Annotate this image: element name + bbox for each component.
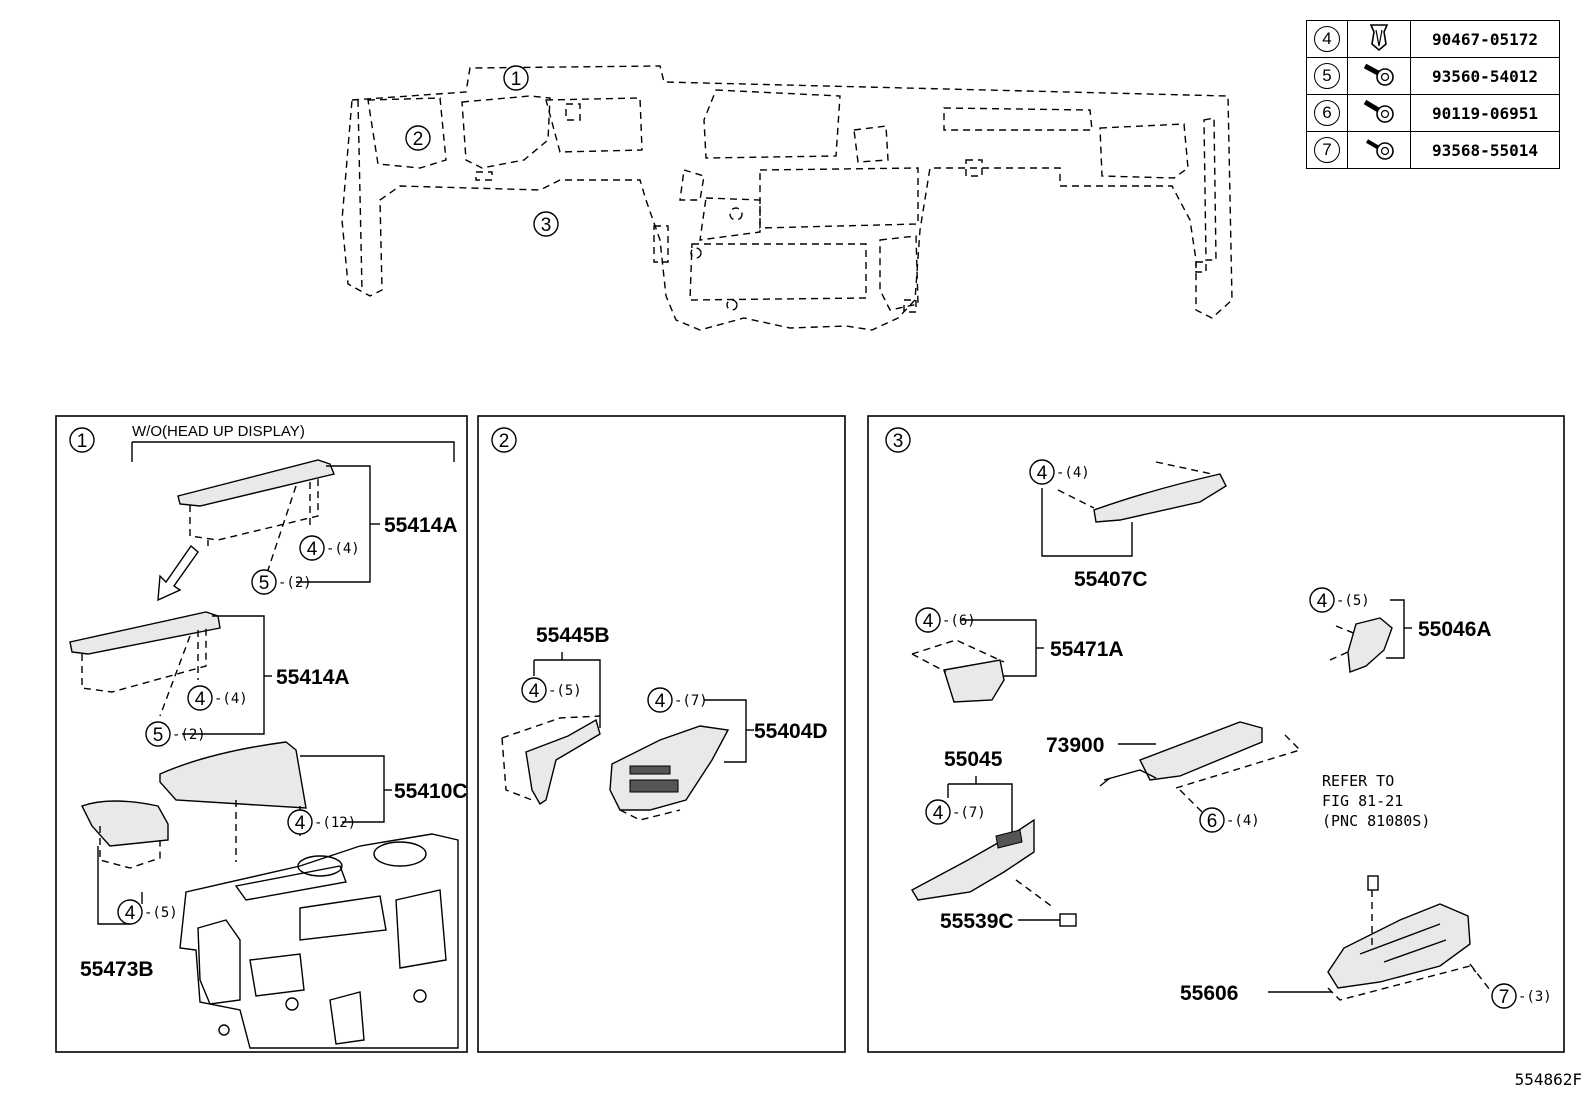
fastener-qty: -(2) bbox=[172, 727, 206, 743]
screw-icon bbox=[1363, 99, 1394, 123]
fastener-part-no: 90119-06951 bbox=[1410, 94, 1560, 132]
fastener-callout: 4 bbox=[1317, 591, 1328, 612]
fastener-callout: 4 bbox=[933, 803, 944, 824]
diagram-code: 554862F bbox=[1514, 1070, 1582, 1089]
fastener-callout: 5 bbox=[259, 573, 270, 594]
overview-callouts: 1 2 3 bbox=[405, 65, 559, 237]
screw-icon bbox=[1365, 138, 1394, 160]
fastener-part-no: 90467-05172 bbox=[1410, 20, 1560, 58]
fastener-callout: 4 bbox=[295, 813, 306, 834]
fastener-callout: 4 bbox=[195, 689, 206, 710]
upper-garnish-part bbox=[177, 459, 335, 571]
airbag-assy-part bbox=[1099, 721, 1302, 789]
refer-note: FIG 81-21 bbox=[1322, 792, 1403, 810]
lower-finish-panel-part bbox=[911, 818, 1077, 927]
dashboard-overview bbox=[341, 65, 1233, 331]
fastener-ref: 6 bbox=[1314, 100, 1340, 126]
fastener-row: 5 93560-54012 bbox=[1306, 57, 1560, 95]
upper-pad-part bbox=[159, 741, 307, 862]
fastener-callout: 4 bbox=[655, 691, 666, 712]
part-number: 55414A bbox=[276, 666, 350, 689]
fastener-row: 7 93568-55014 bbox=[1306, 131, 1560, 169]
fastener-part-no: 93568-55014 bbox=[1410, 131, 1560, 169]
refer-note: (PNC 81080S) bbox=[1322, 812, 1430, 830]
fastener-callout: 6 bbox=[1207, 811, 1218, 832]
panel-number: 1 bbox=[77, 431, 88, 452]
part-number: 55445B bbox=[536, 624, 610, 647]
fastener-callout: 4 bbox=[923, 611, 934, 632]
callout-2: 2 bbox=[413, 129, 424, 150]
part-number: 55473B bbox=[80, 958, 154, 981]
panel-3: 3 4 -(4) 55407C 4 -(6) 55471A 4 bbox=[867, 415, 1565, 1053]
part-number: 55606 bbox=[1180, 982, 1238, 1005]
fastener-table: 4 90467-05172 5 93560-54012 6 90119-0695… bbox=[1306, 20, 1560, 169]
panel-number: 2 bbox=[499, 431, 510, 452]
part-number: 73900 bbox=[1046, 734, 1104, 757]
fastener-ref: 4 bbox=[1314, 26, 1340, 52]
fastener-callout: 4 bbox=[529, 681, 540, 702]
panel-1: 1 W/O(HEAD UP DISPLAY) bbox=[55, 415, 468, 1053]
fastener-qty: -(7) bbox=[674, 693, 708, 709]
fastener-qty: -(7) bbox=[952, 805, 986, 821]
callout-1: 1 bbox=[511, 69, 522, 90]
lower-garnish-left-part bbox=[501, 715, 601, 805]
part-number: 55407C bbox=[1074, 568, 1148, 591]
fastener-qty: -(6) bbox=[942, 613, 976, 629]
fastener-callout: 4 bbox=[125, 903, 136, 924]
cluster-finish-part bbox=[1057, 461, 1227, 523]
fastener-qty: -(4) bbox=[326, 541, 360, 557]
fastener-callout: 4 bbox=[1037, 463, 1048, 484]
fastener-qty: -(4) bbox=[1056, 465, 1090, 481]
part-number: 55045 bbox=[944, 748, 1003, 771]
part-number: 55471A bbox=[1050, 638, 1124, 661]
fastener-qty: -(5) bbox=[1336, 593, 1370, 609]
fastener-qty: -(4) bbox=[1226, 813, 1260, 829]
lower-cover-part bbox=[1327, 890, 1491, 1001]
part-number: 55539C bbox=[940, 910, 1014, 933]
fastener-part-no: 93560-54012 bbox=[1410, 57, 1560, 95]
lower-panel-part bbox=[911, 639, 1005, 703]
panel-2: 2 4 -(5) 4 -(7) 55445B 55404D bbox=[477, 415, 846, 1053]
refer-note: REFER TO bbox=[1322, 772, 1394, 790]
side-cover-part bbox=[1329, 617, 1393, 673]
lower-garnish-part bbox=[69, 611, 221, 717]
fastener-qty: -(2) bbox=[278, 575, 312, 591]
fastener-qty: -(5) bbox=[548, 683, 582, 699]
screw-icon bbox=[1363, 63, 1394, 86]
panel-header: W/O(HEAD UP DISPLAY) bbox=[132, 423, 305, 440]
panel-number: 3 bbox=[893, 431, 904, 452]
fastener-qty: -(5) bbox=[144, 905, 178, 921]
part-number: 55046A bbox=[1418, 618, 1492, 641]
fastener-qty: -(12) bbox=[314, 815, 356, 831]
side-pad-part bbox=[81, 800, 169, 869]
fastener-callout: 5 bbox=[153, 725, 164, 746]
part-number: 55404D bbox=[754, 720, 828, 743]
clip-icon bbox=[1369, 23, 1389, 51]
fastener-callout: 4 bbox=[307, 539, 318, 560]
fastener-qty: -(4) bbox=[214, 691, 248, 707]
fastener-ref: 5 bbox=[1314, 63, 1340, 89]
arrow-icon bbox=[157, 544, 199, 602]
fastener-ref: 7 bbox=[1314, 137, 1340, 163]
part-number: 55410C bbox=[394, 780, 468, 803]
part-number: 55414A bbox=[384, 514, 458, 537]
fastener-qty: -(3) bbox=[1518, 989, 1552, 1005]
dashboard-section bbox=[179, 833, 459, 1049]
callout-3: 3 bbox=[541, 215, 552, 236]
fastener-row: 4 90467-05172 bbox=[1306, 20, 1560, 58]
fastener-callout: 7 bbox=[1499, 987, 1510, 1008]
register-assy-part bbox=[609, 725, 730, 821]
